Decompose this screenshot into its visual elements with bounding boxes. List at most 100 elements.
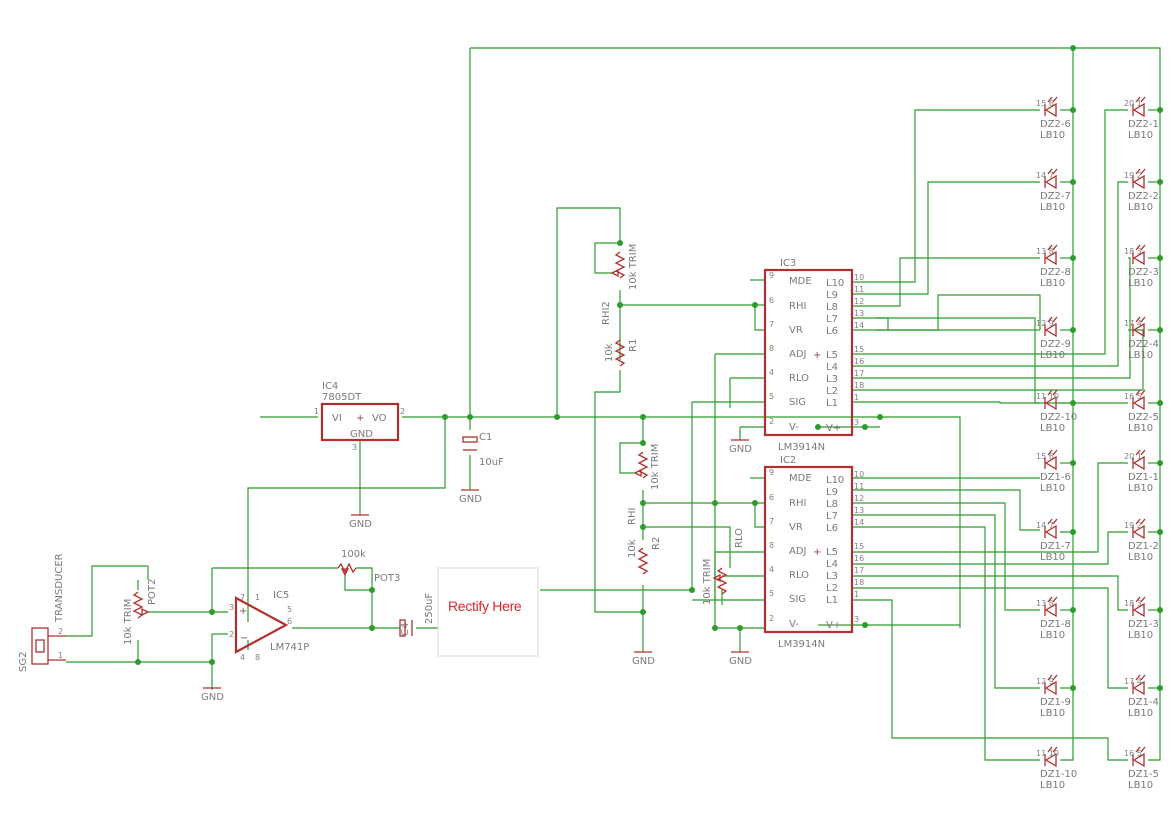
ic5-name: IC5	[273, 590, 289, 601]
ic3-pin-label-l1: L1	[826, 398, 838, 409]
led-value: LB10	[1040, 350, 1065, 361]
ic3-pin-15: 15	[854, 345, 864, 354]
ic3-pin-3: 3	[854, 418, 859, 427]
wires	[66, 47, 1161, 761]
ic2-pin-label-l3: L3	[826, 571, 838, 582]
ic2-pin-10: 10	[854, 470, 864, 479]
r2-value: 10k	[627, 539, 638, 558]
ic5-opamp: + − 3 2 7 1 5 6 4 8 IC5 LM741P	[229, 590, 309, 662]
ic3-pin-5: 5	[769, 392, 774, 401]
gnd-label: GND	[729, 656, 752, 667]
svg-text:4: 4	[240, 653, 245, 662]
capacitor-c1: C1 10uF	[462, 432, 504, 468]
led-pins: 12 9	[1036, 319, 1054, 328]
c1-value: 10uF	[479, 457, 504, 468]
led-pins: 15 6	[1036, 99, 1054, 108]
led-pins: 13 8	[1036, 247, 1054, 256]
ic4-regulator: IC4 7805DT VI VO GND 1 2 3 +	[314, 381, 405, 452]
led-label: DZ2-9	[1040, 339, 1071, 350]
ic2-pin-8: 8	[769, 541, 774, 550]
svg-text:+: +	[239, 606, 247, 617]
resistor-r1: 10k R1	[604, 339, 639, 367]
led-value: LB10	[1040, 708, 1065, 719]
pot3-value: 100k	[341, 549, 366, 560]
ic3-pin-label-l6: L6	[826, 326, 838, 337]
trimmer-rlo: RLO 10k TRIM	[702, 528, 745, 605]
sg2-value: TRANSDUCER	[54, 553, 65, 623]
ic2-pin-label-l10: L10	[826, 475, 844, 486]
ic2-pin-16: 16	[854, 554, 864, 563]
ic4-pin-vi: VI	[332, 413, 342, 424]
r1-name: R1	[628, 339, 639, 352]
pot2-value: 10k TRIM	[123, 599, 134, 645]
led-label: DZ2-1	[1128, 119, 1159, 130]
led-pins: 12 9	[1036, 677, 1054, 686]
ic2-pin-4: 4	[769, 565, 774, 574]
led-value: LB10	[1128, 278, 1153, 289]
ic3-pin-11: 11	[854, 285, 864, 294]
svg-text:+: +	[813, 350, 821, 361]
svg-text:+: +	[813, 547, 821, 558]
led-value: LB10	[1128, 630, 1153, 641]
transducer-sg2: 2 1 TRANSDUCER SG2	[18, 553, 66, 672]
svg-text:5: 5	[287, 605, 292, 614]
svg-text:7: 7	[240, 593, 245, 602]
led-label: DZ2-8	[1040, 267, 1071, 278]
led-value: LB10	[1040, 202, 1065, 213]
ic3-pin-1: 1	[854, 393, 859, 402]
ic3-pin-16: 16	[854, 357, 864, 366]
ic3-pin-14: 14	[854, 321, 864, 330]
rhi2-name: RHI2	[601, 301, 612, 325]
rhi-name: RHI	[627, 508, 638, 525]
ic3-pin-label-rlo: RLO	[789, 373, 809, 384]
led-label: DZ2-7	[1040, 191, 1071, 202]
ic3-pin-label-l3: L3	[826, 374, 838, 385]
led-pins: 20 1	[1124, 452, 1142, 461]
ic2-pin-6: 6	[769, 493, 774, 502]
led-label: DZ1-5	[1128, 769, 1159, 780]
led-value: LB10	[1040, 278, 1065, 289]
pot3: 100k POT3	[337, 549, 400, 584]
led-pins: 18 3	[1124, 599, 1142, 608]
ic2-pin-label-l6: L6	[826, 523, 838, 534]
ic2-pin-2: 2	[769, 614, 774, 623]
led-label: DZ2-3	[1128, 267, 1159, 278]
ic2-pin-label-l8: L8	[826, 499, 838, 510]
led-pins: 15 6	[1036, 452, 1054, 461]
ic2-pin-14: 14	[854, 518, 864, 527]
ic3-pin-4: 4	[769, 368, 774, 377]
led-value: LB10	[1128, 780, 1153, 791]
led-label: DZ1-8	[1040, 619, 1071, 630]
svg-text:3: 3	[229, 603, 234, 612]
trimmer-rhi2: 10k TRIM RHI2	[601, 244, 639, 325]
rectify-note-text: Rectify Here	[448, 598, 522, 614]
led-pins: 13 8	[1036, 599, 1054, 608]
led-pins: 19 2	[1124, 171, 1142, 180]
ic3-lm3914: IC3 LM3914N 9MDE6RHI7VR8ADJ4RLO5SIG2V-10…	[763, 258, 864, 453]
ic3-pin-9: 9	[769, 271, 774, 280]
ic2-pin-label-l2: L2	[826, 583, 838, 594]
rlo-name: RLO	[734, 528, 745, 548]
led-pins: 11 10	[1036, 749, 1059, 758]
svg-text:1: 1	[255, 593, 260, 602]
ic5-value: LM741P	[270, 642, 309, 653]
ic4-pin-vo: VO	[372, 413, 387, 424]
resistor-r2: 10k R2	[627, 537, 662, 575]
led-pins: 18 3	[1124, 247, 1142, 256]
ic2-pin-label-rhi: RHI	[789, 498, 806, 509]
led-value: LB10	[1040, 483, 1065, 494]
ic2-pin-1: 1	[854, 590, 859, 599]
svg-text:6: 6	[287, 617, 292, 626]
gnd-label: GND	[201, 692, 224, 703]
ic3-pin-label-l7: L7	[826, 314, 838, 325]
ic2-pin-label-rlo: RLO	[789, 570, 809, 581]
